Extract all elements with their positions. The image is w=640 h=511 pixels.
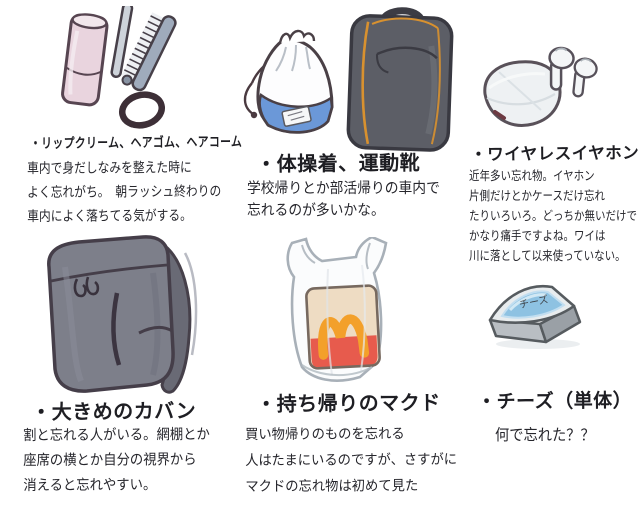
panel-title: ・持ち帰りのマクド: [256, 390, 441, 416]
lip-balm-icon: [61, 13, 109, 107]
hair-tie-icon: [119, 91, 165, 129]
text-line: 片側だけとかケースだけ忘れ: [469, 188, 605, 203]
panel-mcdonalds-takeout: ・持ち帰りのマクド 買い物帰りのものを忘れる 人はたまにいるのですが、さすがに …: [235, 232, 470, 511]
earbud-icon: [572, 57, 598, 98]
text-line: 忘れるのが多いかな。: [247, 203, 385, 219]
backpack-icon: [47, 235, 198, 394]
panel-title: ・ワイヤレスイヤホン: [470, 143, 640, 164]
panel-text: 割と忘れる人がいる。網棚とか 座席の横とか自分の視界から 消えると忘れやすい。: [23, 423, 210, 499]
text-line: 割と忘れる人がいる。網棚とか: [23, 426, 210, 444]
mcdonalds-bag-illustration: [286, 237, 388, 382]
panel-gym-clothes: ・体操着、運動靴 学校帰りとか部活帰りの車内で 忘れるのが多いかな。: [228, 0, 470, 232]
text-line: 座席の横とか自分の視界から: [23, 452, 197, 469]
earphones-illustration: [483, 46, 598, 127]
text-line: 人はたまにいるのですが、さすがに: [245, 451, 458, 469]
panel-text: 買い物帰りのものを忘れる 人はたまにいるのですが、さすがに マクドの忘れ物は初め…: [245, 421, 457, 500]
text-line: 消えると忘れやすい。: [23, 477, 157, 494]
panel-grooming-items: ・リップクリーム、ヘアゴム、ヘアコーム 車内で身だしなみを整えた時に よく忘れが…: [0, 0, 242, 232]
backpack-illustration: [47, 235, 198, 394]
earphone-case-icon: [483, 60, 562, 127]
panel-text: 車内で身だしなみを整えた時に よく忘れがち。 朝ラッシュ終わりの 車内によく落ち…: [27, 156, 221, 229]
text-line: 学校帰りとか部活帰りの車内で: [247, 181, 440, 197]
text-line: よく忘れがち。 朝ラッシュ終わりの: [27, 183, 222, 201]
panel-text: 近年多い忘れ物。イヤホン 片側だけとかケースだけ忘れ たりいろいろ。どっちか無い…: [469, 166, 637, 266]
text-line: 川に落として以来使っていない。: [469, 248, 626, 263]
panel-text: 学校帰りとか部活帰りの車内で 忘れるのが多いかな。: [247, 178, 440, 222]
panel-cheese: チーズ ・チーズ（単体） 何で忘れた？？: [470, 275, 640, 511]
cheese-illustration: チーズ: [488, 284, 582, 349]
text-line: 近年多い忘れ物。イヤホン: [469, 168, 595, 183]
mcdonalds-box-icon: [305, 284, 381, 370]
text-line: 車内で身だしなみを整えた時に: [27, 159, 192, 177]
drawstring-gym-bag-icon: [243, 29, 334, 134]
panel-title: ・大きめのカバン: [31, 398, 197, 424]
panel-text: 何で忘れた？？: [495, 423, 595, 447]
panel-title: ・チーズ（単体）: [477, 389, 633, 413]
text-line: 何で忘れた？？: [495, 426, 595, 444]
gym-illustration: [243, 7, 454, 152]
panel-wireless-earphones: ・ワイヤレスイヤホン 近年多い忘れ物。イヤホン 片側だけとかケースだけ忘れ たり…: [462, 0, 640, 275]
folding-comb-icon: [110, 6, 177, 92]
panel-title: ・リップクリーム、ヘアゴム、ヘアコーム: [30, 134, 243, 152]
panel-title: ・体操着、運動靴: [256, 150, 421, 176]
shoe-bag-icon: [346, 7, 454, 152]
text-line: 買い物帰りのものを忘れる: [245, 426, 405, 443]
text-line: 車内によく落ちてる気がする。: [27, 207, 192, 225]
text-line: かなり痛手ですよね。ワイは: [469, 228, 606, 243]
plastic-bag-icon: [301, 264, 373, 377]
panel-large-bag: ・大きめのカバン 割と忘れる人がいる。網棚とか 座席の横とか自分の視界から 消え…: [0, 232, 235, 511]
text-line: たりいろいろ。どっちか無いだけで: [469, 208, 638, 223]
cheese-wedge-icon: チーズ: [488, 284, 582, 349]
grooming-illustration: [61, 6, 177, 129]
text-line: マクドの忘れ物は初めて見た: [245, 478, 419, 495]
earbud-icon: [548, 46, 575, 91]
